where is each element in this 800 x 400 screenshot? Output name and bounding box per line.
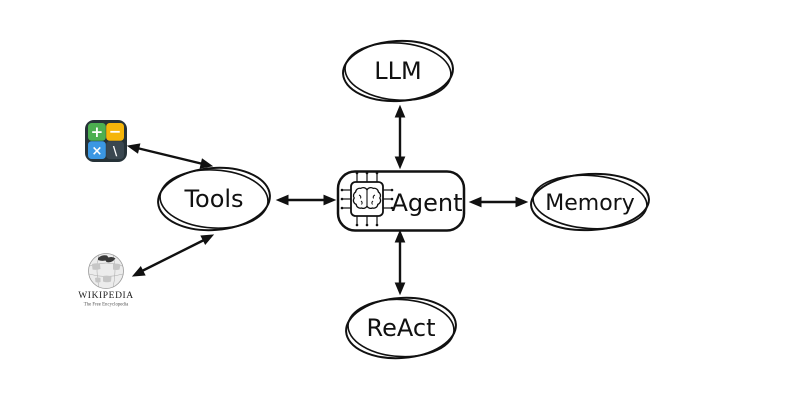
calc-divide-glyph: \: [113, 144, 118, 158]
calc-multiply-glyph: ×: [91, 144, 102, 159]
calculator-icon: + − × \: [85, 120, 127, 162]
edges: [126, 104, 529, 296]
edge-agent-llm: [394, 104, 406, 170]
node-memory: Memory: [530, 172, 650, 232]
node-react-label: ReAct: [367, 314, 436, 342]
wikipedia-tagline: The Free Encyclopedia: [84, 303, 129, 308]
node-llm-label: LLM: [374, 57, 421, 85]
wikipedia-logo: WIKIPEDIA The Free Encyclopedia: [78, 253, 134, 308]
node-tools-label: Tools: [183, 185, 243, 213]
node-agent: Agent: [336, 170, 466, 232]
edge-agent-memory: [468, 196, 529, 208]
chip-brain-icon: [340, 171, 394, 227]
node-tools: Tools: [157, 166, 271, 232]
node-llm: LLM: [342, 39, 454, 103]
edge-tools-agent: [275, 194, 337, 206]
edge-agent-react: [394, 229, 406, 296]
node-memory-label: Memory: [545, 191, 634, 216]
calc-minus-glyph: −: [109, 123, 122, 141]
calc-plus-glyph: +: [91, 123, 104, 141]
node-react: ReAct: [345, 296, 457, 360]
wikipedia-wordmark: WIKIPEDIA: [78, 291, 134, 301]
edge-calculator-tools: [126, 143, 214, 169]
edge-wikipedia-tools: [131, 234, 215, 277]
node-agent-label: Agent: [391, 189, 462, 217]
